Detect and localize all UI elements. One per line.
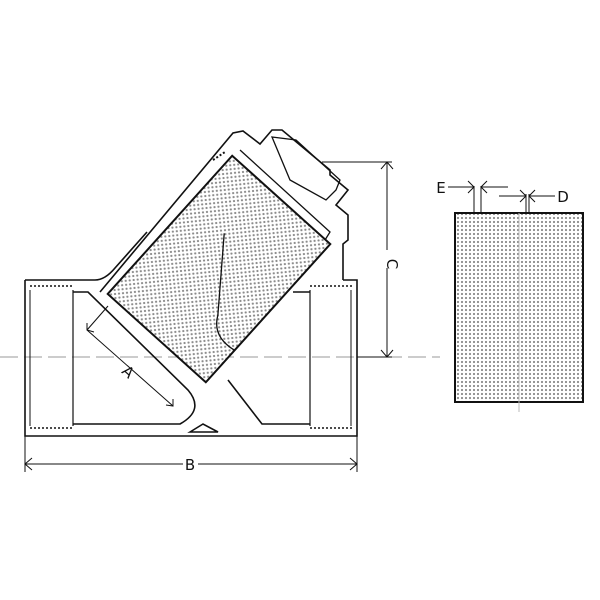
dimension-d xyxy=(499,189,555,213)
dimension-b xyxy=(24,436,358,472)
dimension-d-label: D xyxy=(557,188,569,206)
strainer-screen xyxy=(106,154,332,384)
dimension-c-label: C xyxy=(383,259,401,269)
dimension-a xyxy=(86,305,174,407)
dimension-b-label: B xyxy=(185,456,195,474)
dimension-c xyxy=(322,161,394,358)
dimension-e xyxy=(448,180,508,213)
dimension-e-label: E xyxy=(436,179,445,197)
strainer-body xyxy=(24,129,358,437)
